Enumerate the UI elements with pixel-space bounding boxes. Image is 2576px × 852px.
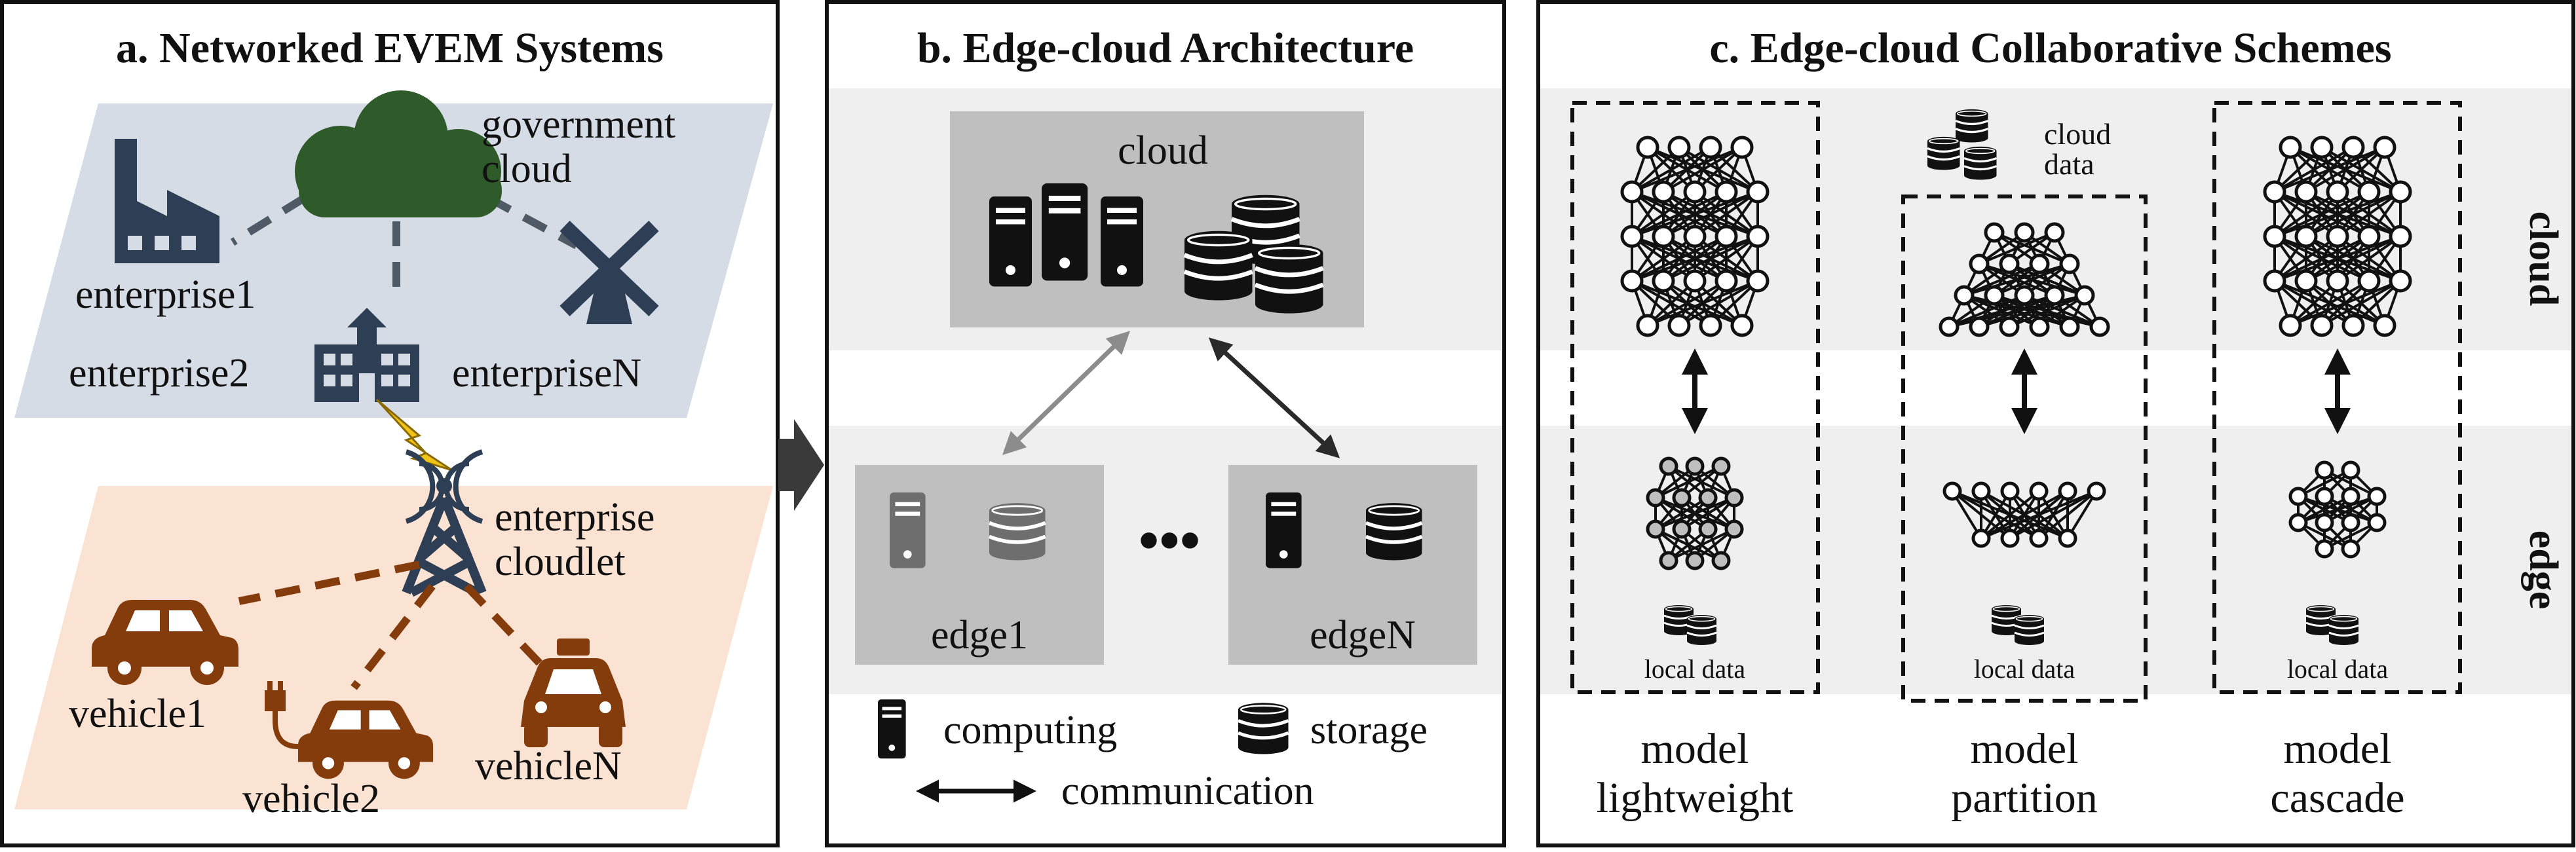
cloud-data-label-1: cloud (2044, 117, 2111, 151)
scheme-cascade-line1: model (2284, 725, 2392, 773)
partition-edge-network-icon (1942, 481, 2106, 548)
cloudlet-label-2: cloudlet (495, 540, 626, 584)
panel-edge-cloud-architecture: b. Edge-cloud Architecture cloud edge1 •… (825, 0, 1506, 847)
panel-transition-arrow (778, 419, 824, 511)
tier-exchange-arrows (1682, 348, 2351, 434)
cloudlet-label-1: enterprise (495, 495, 654, 540)
panel-a-border (0, 0, 780, 847)
edgeN-storage-icon (1366, 503, 1422, 560)
cascade-local-data-label: local data (2287, 654, 2389, 684)
taxi-icon (521, 639, 626, 747)
vehicle-links (238, 561, 554, 690)
frame-partition (1901, 194, 2148, 703)
neural-network-icons (1620, 136, 2412, 570)
legend-storage-icon (1238, 703, 1289, 754)
frame-lightweight (1570, 101, 1820, 694)
scheme-partition-line1: model (1971, 725, 2079, 773)
edge1-label: edge1 (931, 613, 1028, 658)
side-label-cloud: cloud (2521, 212, 2566, 306)
edgeN-server-icon (1266, 492, 1302, 568)
lightweight-edge-network-icon (1646, 456, 1744, 570)
scheme-cascade-line2: cascade (2270, 774, 2404, 822)
scheme-frames (1570, 101, 2462, 703)
panel-a-title: a. Networked EVEM Systems (116, 24, 664, 72)
edge1-storage-icon (989, 503, 1046, 560)
government-cloud-label-1: government (482, 102, 675, 147)
panel-c-border (1536, 0, 2575, 847)
enterpriseN-label: enterpriseN (452, 351, 641, 396)
lightweight-local-data-label: local data (1644, 654, 1746, 684)
vehicle-plane (14, 486, 773, 809)
frame-cascade (2212, 101, 2462, 694)
edge1-server-icon (890, 492, 926, 568)
cloud-server-icon (989, 183, 1143, 287)
vehicle2-label: vehicle2 (242, 777, 380, 821)
building-icon (314, 308, 419, 402)
panel-networked-evem: a. Networked EVEM Systems government clo… (0, 0, 780, 847)
government-links (230, 194, 578, 295)
cascade-cloud-network-icon (2263, 136, 2412, 337)
vehicle1-label: vehicle1 (69, 692, 206, 736)
enterprise1-label: enterprise1 (75, 272, 256, 317)
partition-cloud-network-icon (1939, 222, 2110, 337)
panel-b-title: b. Edge-cloud Architecture (917, 24, 1414, 72)
edgeN-label: edgeN (1310, 613, 1416, 658)
legend-storage-label: storage (1310, 708, 1428, 752)
panel-collaborative-schemes: c. Edge-cloud Collaborative Schemes clou… (1536, 0, 2575, 847)
cloud-icon (295, 90, 502, 217)
cascade-edge-network-icon (2288, 460, 2387, 559)
lightweight-cloud-network-icon (1620, 136, 1770, 337)
government-cloud-label-2: cloud (482, 147, 572, 191)
government-plane (14, 103, 773, 418)
legend-computing-icon (878, 699, 906, 759)
cloud-box-label: cloud (1118, 128, 1208, 173)
partition-local-data-label: local data (1974, 654, 2075, 684)
enterprise2-label: enterprise2 (69, 351, 249, 396)
edgeN-communication-arrow (1208, 337, 1340, 458)
side-label-edge: edge (2521, 530, 2566, 610)
scheme-lightweight-line1: model (1641, 725, 1749, 773)
edge1-communication-arrow (1002, 331, 1131, 455)
legend-computing-label: computing (943, 708, 1117, 752)
scheme-lightweight-line2: lightweight (1597, 774, 1794, 822)
panel-c-title: c. Edge-cloud Collaborative Schemes (1709, 24, 2391, 72)
legend-communication-label: communication (1061, 769, 1314, 813)
vehicleN-label: vehicleN (475, 744, 622, 788)
scheme-partition-line2: partition (1951, 774, 2098, 822)
plug-icon (265, 681, 299, 749)
cloud-data-label-2: data (2044, 147, 2094, 181)
factory-icon (115, 139, 219, 263)
windmill-icon (559, 221, 659, 324)
panel-b-border (825, 0, 1506, 847)
edge-ellipsis: ••• (1139, 508, 1201, 573)
